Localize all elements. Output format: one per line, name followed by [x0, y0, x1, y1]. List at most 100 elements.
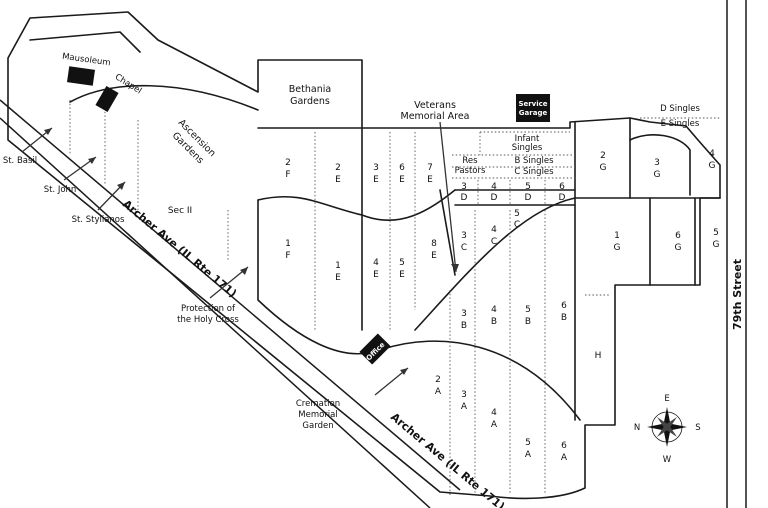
e-singles-label: E Singles [661, 119, 700, 129]
veterans-label-1: Veterans [414, 100, 456, 111]
internal-roads [29, 31, 721, 421]
office-building: Office [359, 333, 391, 365]
section-3b-letter: B [461, 321, 467, 331]
section-5e-num: 5 [399, 258, 405, 268]
section-2g-num: 2 [600, 151, 606, 161]
section-5d-num: 5 [525, 182, 531, 192]
section-8e-letter: E [431, 251, 437, 261]
section-5e-letter: E [399, 270, 405, 280]
cemetery-boundary [7, 11, 721, 500]
section-3a-letter: A [461, 402, 468, 412]
section-3b-num: 3 [461, 309, 467, 319]
section-3d-num: 3 [461, 182, 467, 192]
section-labels: 2 F 2 E 3 E 6 E 7 E 1 F 1 E 4 E 5 E 8 E … [285, 149, 719, 463]
cremation-label-3: Garden [302, 421, 333, 431]
section-1f-letter: F [285, 251, 290, 261]
section-4a-num: 4 [491, 408, 497, 418]
section-5c-num: 5 [514, 209, 520, 219]
compass-s: S [695, 423, 700, 433]
section-3d-letter: D [461, 193, 468, 203]
mausoleum: Mausoleum [61, 52, 111, 86]
archer-ave-road: Archer Ave (IL Rte 171) Archer Ave (IL R… [0, 99, 507, 508]
bethania-label-1: Bethania [289, 84, 331, 95]
section-3c-num: 3 [461, 231, 467, 241]
callouts: St. Basil St. John St. Stylianos Protect… [3, 121, 459, 431]
sec-ii-label: Sec II [168, 206, 192, 216]
service-garage-label-1: Service [518, 100, 547, 108]
compass-rose: E W N S [634, 394, 701, 465]
section-3e-num: 3 [373, 163, 379, 173]
section-4c-letter: C [491, 237, 497, 247]
res-pastors-label-1: Res [462, 156, 478, 166]
79th-street-label: 79th Street [731, 259, 744, 330]
infant-singles-label-2: Singles [512, 143, 543, 153]
b-singles-label: B Singles [514, 156, 554, 166]
section-dividers [69, 100, 720, 495]
st-basil-label: St. Basil [3, 156, 37, 166]
section-1e-letter: E [335, 273, 341, 283]
section-5g-letter: G [713, 240, 720, 250]
section-4g-num: 4 [709, 149, 715, 159]
section-5d-letter: D [525, 193, 532, 203]
section-7e-letter: E [427, 175, 433, 185]
section-5a-num: 5 [525, 438, 531, 448]
section-4e-letter: E [373, 270, 379, 280]
section-1e-num: 1 [335, 261, 341, 271]
section-6a-letter: A [561, 453, 568, 463]
section-5g-num: 5 [713, 228, 719, 238]
section-3c-letter: C [461, 243, 467, 253]
section-6b-letter: B [561, 313, 567, 323]
section-1g-letter: G [614, 243, 621, 253]
compass-e: E [664, 394, 669, 404]
compass-n: N [634, 423, 640, 433]
section-6d-num: 6 [559, 182, 565, 192]
section-2g-letter: G [600, 163, 607, 173]
section-6g-letter: G [675, 243, 682, 253]
section-4c-num: 4 [491, 225, 497, 235]
section-3g-letter: G [654, 170, 661, 180]
st-stylianos-label: St. Stylianos [72, 215, 125, 225]
mausoleum-label: Mausoleum [61, 52, 111, 69]
section-2f-letter: F [285, 170, 290, 180]
section-6a-num: 6 [561, 441, 567, 451]
section-4b-letter: B [491, 317, 497, 327]
section-4b-num: 4 [491, 305, 497, 315]
section-5b-num: 5 [525, 305, 531, 315]
service-garage-label-2: Garage [519, 109, 548, 117]
section-6g-num: 6 [675, 231, 681, 241]
res-pastors-label-2: Pastors [455, 166, 486, 176]
section-4a-letter: A [491, 420, 498, 430]
bethania-label-2: Gardens [290, 96, 330, 107]
cremation-label-2: Memorial [298, 410, 337, 420]
section-3e-letter: E [373, 175, 379, 185]
section-4d-letter: D [491, 193, 498, 203]
section-5a-letter: A [525, 450, 532, 460]
chapel: Chapel [95, 72, 143, 113]
section-7e-num: 7 [427, 163, 433, 173]
c-singles-label: C Singles [514, 167, 554, 177]
section-4d-num: 4 [491, 182, 497, 192]
section-3g-num: 3 [654, 158, 660, 168]
section-1f-num: 1 [285, 239, 291, 249]
service-garage: Service Garage [516, 94, 550, 122]
section-2a-letter: A [435, 387, 442, 397]
section-2e-num: 2 [335, 163, 341, 173]
section-5c-letter: C [514, 220, 520, 230]
section-2f-num: 2 [285, 158, 291, 168]
section-2a-num: 2 [435, 375, 441, 385]
protection-label-1: Protection of [181, 304, 236, 314]
section-6d-letter: D [559, 193, 566, 203]
section-6e-letter: E [399, 175, 405, 185]
section-6b-num: 6 [561, 301, 567, 311]
section-8e-num: 8 [431, 239, 437, 249]
cremation-label-1: Cremation [296, 399, 340, 409]
section-h: H [595, 351, 602, 361]
protection-label-2: the Holy Cross [177, 315, 239, 325]
section-4g-letter: G [709, 161, 716, 171]
section-6e-num: 6 [399, 163, 405, 173]
section-1g-num: 1 [614, 231, 620, 241]
section-2e-letter: E [335, 175, 341, 185]
st-john-label: St. John [44, 185, 77, 195]
section-3a-num: 3 [461, 390, 467, 400]
